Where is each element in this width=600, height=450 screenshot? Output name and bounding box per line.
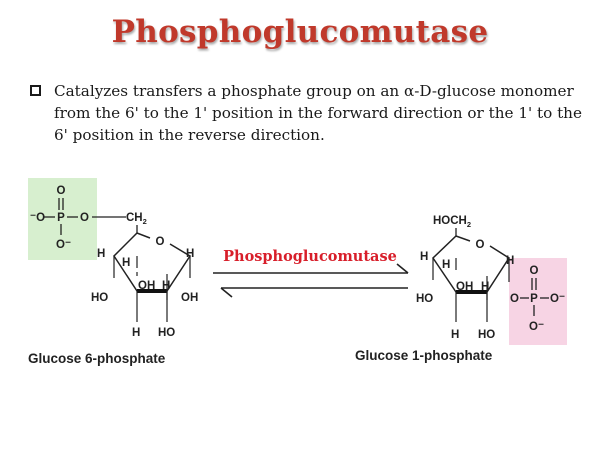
ring-o: O <box>476 239 485 251</box>
phosphate-highlight-right <box>509 258 567 345</box>
bullet-text: Catalyzes transfers a phosphate group on… <box>54 82 582 144</box>
glucose-6-phosphate: O ⁻O P O O⁻ CH2 O H H H OH H HO OH H HO … <box>28 178 198 366</box>
ho-label: HO <box>478 329 495 341</box>
glucose-1-phosphate: HOCH2 O H H H OH H HO O P O⁻ O O⁻ H HO G… <box>355 215 567 363</box>
phosphate-o-bridge: O <box>80 212 89 224</box>
phosphate-p: P <box>57 212 65 224</box>
bullet-point: Catalyzes transfers a phosphate group on… <box>30 80 585 146</box>
ho-label: HO <box>158 327 175 339</box>
h-label: H <box>162 280 170 292</box>
h-label: H <box>132 327 140 339</box>
oh-label: OH <box>181 292 198 304</box>
forward-arrow-head-icon <box>396 263 409 274</box>
enzyme-label: Phosphoglucomutase <box>223 248 397 265</box>
reverse-arrow-head-icon <box>220 287 233 298</box>
oh-label: OH <box>138 280 155 292</box>
h-label: H <box>97 248 105 260</box>
phosphate-o-minus-right: O⁻ <box>550 293 565 305</box>
h-label: H <box>420 251 428 263</box>
phosphate-o-minus-bottom: O⁻ <box>56 239 71 251</box>
h-label: H <box>442 259 450 271</box>
checkbox-bullet-icon <box>30 85 41 96</box>
phosphate-p: P <box>530 293 538 305</box>
oh-label: OH <box>456 281 473 293</box>
ring-o: O <box>156 236 165 248</box>
h-label: H <box>481 281 489 293</box>
equilibrium-arrows: Phosphoglucomutase <box>213 248 409 298</box>
ch2-label: CH2 <box>126 212 147 226</box>
left-caption: Glucose 6-phosphate <box>28 351 166 366</box>
ho-label: HO <box>416 293 433 305</box>
phosphate-o-top: O <box>530 265 539 277</box>
h-label: H <box>122 257 130 269</box>
hoch2-label: HOCH2 <box>433 215 471 229</box>
h-label: H <box>506 255 514 267</box>
right-caption: Glucose 1-phosphate <box>355 348 493 363</box>
h-label: H <box>451 329 459 341</box>
h-label: H <box>186 248 194 260</box>
phosphate-o-top: O <box>57 185 66 197</box>
ho-label: HO <box>91 292 108 304</box>
phosphate-o-minus-left: ⁻O <box>30 212 45 224</box>
slide-title: Phosphoglucomutase <box>111 14 489 50</box>
phosphate-o-bridge: O <box>510 293 519 305</box>
phosphate-highlight-left <box>28 178 97 260</box>
phosphate-o-minus-bottom: O⁻ <box>529 321 544 333</box>
